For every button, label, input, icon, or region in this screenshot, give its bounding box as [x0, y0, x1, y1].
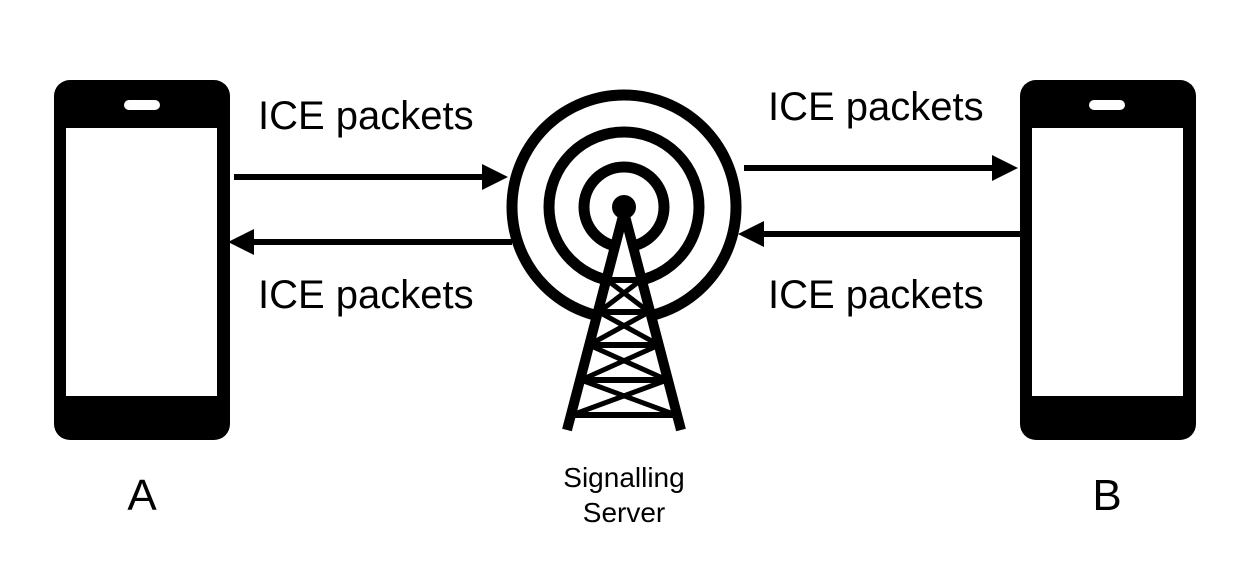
edge-label-b-to-server: ICE packets	[768, 273, 984, 317]
node-label-server-line1: Signalling	[563, 462, 684, 493]
node-label-b: B	[1092, 471, 1121, 520]
arrow-server-to-b	[744, 155, 1018, 181]
node-label-a: A	[127, 471, 157, 520]
node-label-server-line2: Server	[583, 497, 665, 528]
antenna-tip	[612, 195, 636, 219]
edge-label-a-to-server: ICE packets	[258, 94, 474, 138]
edge-label-server-to-a: ICE packets	[258, 273, 474, 317]
edge-label-server-to-b: ICE packets	[768, 85, 984, 129]
arrow-server-to-a	[228, 229, 512, 255]
radio-tower-icon	[506, 89, 742, 450]
phone-b-icon	[1020, 80, 1196, 440]
phone-a-icon	[54, 80, 230, 440]
arrow-b-to-server	[738, 221, 1020, 247]
arrow-a-to-server	[234, 164, 508, 190]
